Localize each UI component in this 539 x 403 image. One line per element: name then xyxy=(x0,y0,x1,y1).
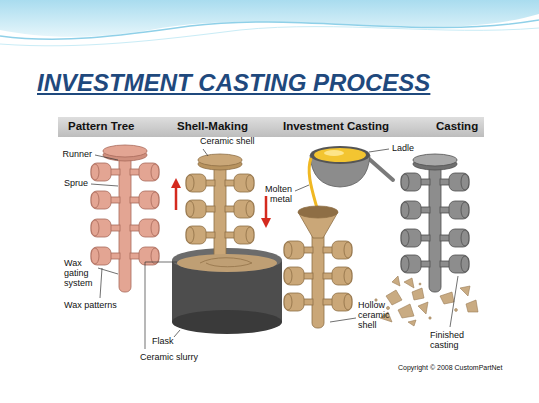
part-label: Wax gating system xyxy=(64,258,98,288)
header-band: Pattern Tree Shell-Making Investment Casti… xyxy=(58,117,484,137)
ceramic-shell-tree xyxy=(186,154,254,264)
ladle xyxy=(310,146,393,187)
slide-title: INVESTMENT CASTING PROCESS xyxy=(37,70,430,97)
part-label: Flask xyxy=(152,336,182,346)
flask xyxy=(172,248,282,334)
part-label: Ceramic slurry xyxy=(140,352,220,362)
motion-arrows xyxy=(171,178,271,228)
ceramic-slurry xyxy=(177,254,277,272)
part-label: Finished casting xyxy=(430,330,470,350)
leader-lines xyxy=(91,149,458,349)
molten-stream xyxy=(309,158,317,208)
part-label: Molten metal xyxy=(258,184,292,204)
wave-decoration xyxy=(0,0,539,46)
part-label: Hollow ceramic shell xyxy=(358,300,394,330)
column-heading: Pattern Tree xyxy=(68,120,134,132)
part-label: Wax patterns xyxy=(64,300,134,310)
part-label: Runner xyxy=(52,149,92,159)
hollow-ceramic-shell xyxy=(284,206,352,328)
broken-shell-fragments xyxy=(375,276,478,326)
part-label: Ceramic shell xyxy=(200,136,270,146)
column-heading: Investment Casting xyxy=(283,120,389,132)
column-heading: Casting xyxy=(436,120,478,132)
wax-pattern-tree xyxy=(91,145,159,292)
part-label: Ladle xyxy=(392,143,432,153)
finished-casting xyxy=(401,154,469,292)
copyright-note: Copyright © 2008 CustomPartNet xyxy=(398,364,518,372)
part-label: Sprue xyxy=(64,178,90,188)
column-heading: Shell-Making xyxy=(177,120,248,132)
